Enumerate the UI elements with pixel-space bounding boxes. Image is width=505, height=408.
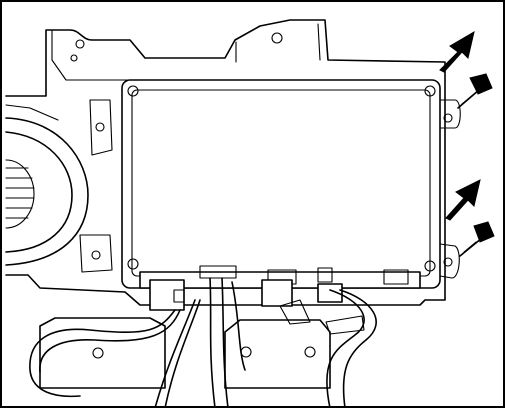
round-housing bbox=[5, 117, 89, 266]
wiring-harness bbox=[29, 277, 377, 408]
mounting-bracket bbox=[5, 19, 446, 306]
bracket-holes bbox=[70, 32, 453, 267]
control-module bbox=[121, 79, 461, 289]
arrow-lower-icon bbox=[445, 179, 481, 221]
arrow-upper-icon bbox=[439, 30, 475, 73]
bolt-upper bbox=[457, 73, 493, 109]
bolt-lower bbox=[459, 221, 495, 257]
connectors bbox=[149, 279, 343, 311]
